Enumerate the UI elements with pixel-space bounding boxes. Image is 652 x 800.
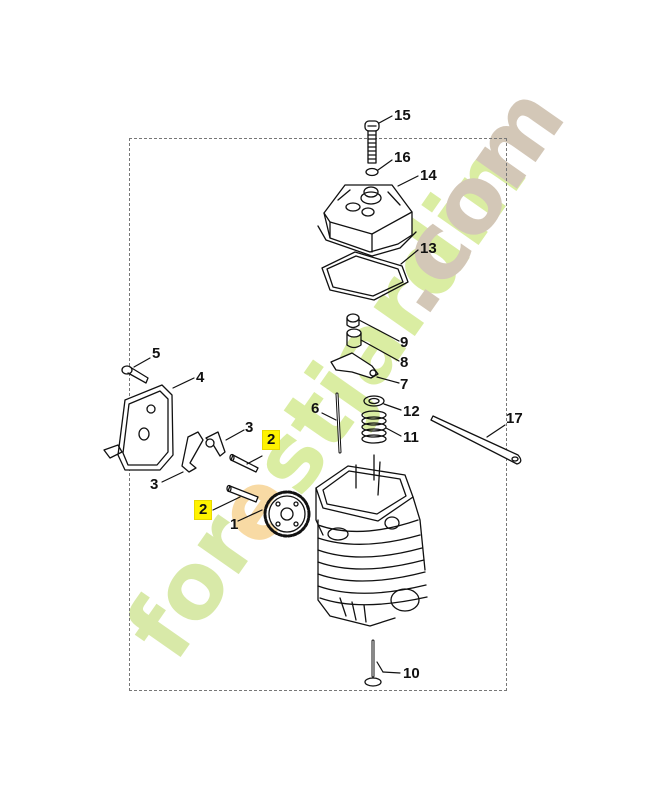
callout-17[interactable]: 17 [506,410,523,427]
callout-6[interactable]: 6 [311,400,320,417]
valve-spring-11-icon [361,410,387,444]
valve-10-icon [364,639,382,687]
pin-2a-icon [229,453,259,473]
callout-4[interactable]: 4 [196,369,205,386]
pin-2b-icon [226,484,259,503]
callout-11[interactable]: 11 [403,429,419,446]
callout-5[interactable]: 5 [152,345,161,362]
tappet-3b-icon [205,431,226,457]
callout-8[interactable]: 8 [400,354,409,371]
rocker-arm-7-icon [330,352,379,379]
callout-12[interactable]: 12 [403,403,420,420]
gasket-13-icon [321,251,409,301]
callout-2b-highlighted[interactable]: 2 [194,500,213,520]
washer-16-icon [365,167,379,177]
callout-7[interactable]: 7 [400,376,409,393]
cylinder-head-icon [315,454,428,627]
valve-cover-14-icon [317,184,417,257]
gear-1-icon [263,490,311,538]
callout-15[interactable]: 15 [394,107,411,124]
callout-1[interactable]: 1 [230,516,239,533]
feeler-gauge-17-icon [430,415,522,465]
callout-9[interactable]: 9 [400,334,409,351]
sleeve-8-icon [346,328,362,349]
callout-10[interactable]: 10 [403,665,420,682]
nut-9-icon [346,313,360,329]
screw-15-icon [364,120,380,164]
spring-retainer-12-icon [363,395,385,407]
callout-16[interactable]: 16 [394,149,411,166]
callout-13[interactable]: 13 [420,240,437,257]
callout-3a[interactable]: 3 [245,419,254,436]
leader-lines [133,115,506,674]
callout-14[interactable]: 14 [420,167,437,184]
screw-5-icon [121,365,149,384]
push-rod-6-icon [335,392,342,454]
tappet-3a-icon [181,431,204,473]
callout-3b[interactable]: 3 [150,476,159,493]
cover-4-icon [103,384,174,471]
callout-2a-highlighted[interactable]: 2 [262,430,281,450]
